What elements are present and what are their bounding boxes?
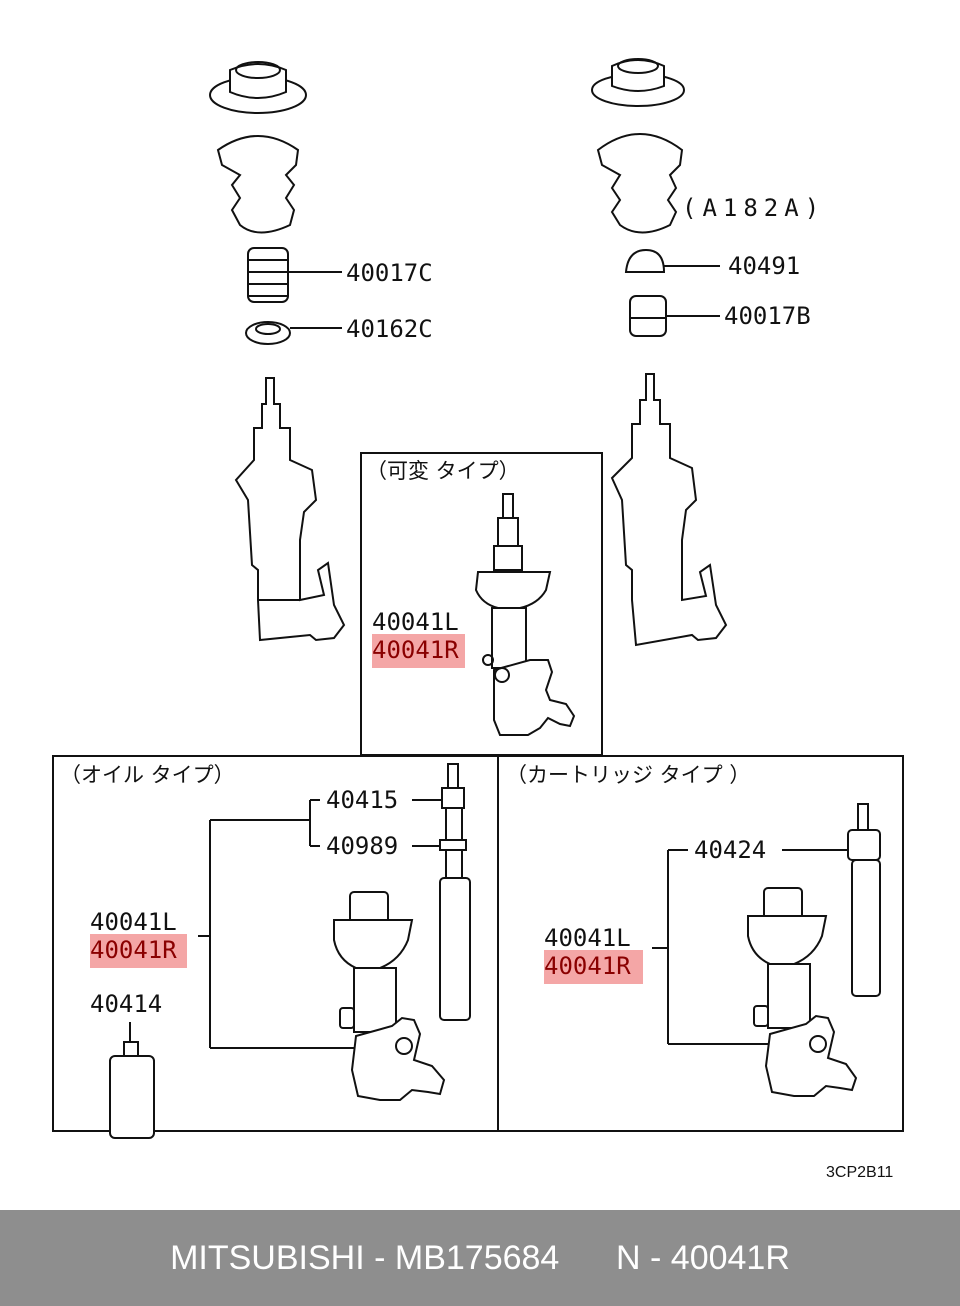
- oil-label-40414: 40414: [90, 990, 163, 1018]
- cart-strut: [747, 887, 858, 1097]
- label-40491: 40491: [728, 252, 801, 280]
- oil-type-title: （オイル タイプ）: [60, 763, 235, 787]
- left-dust-boot: [216, 135, 300, 234]
- cart-cartridge: [847, 803, 881, 997]
- oil-leader-lines: [129, 799, 444, 1049]
- label-40017C: 40017C: [346, 259, 433, 287]
- cart-label-40041L: 40041L: [544, 924, 631, 952]
- right-dust-boot: [596, 133, 684, 234]
- cart-label-40424: 40424: [694, 836, 767, 864]
- right-strut-mount: [591, 58, 685, 107]
- oil-label-40041R: 40041R: [90, 934, 187, 968]
- label-a182a: (A182A): [682, 194, 826, 222]
- footer-bar: MITSUBISHI - MB175684 N - 40041R: [0, 1210, 960, 1306]
- label-40162C: 40162C: [346, 315, 433, 343]
- oil-label-40415: 40415: [326, 786, 399, 814]
- cart-label-40041R: 40041R: [544, 950, 643, 984]
- right-bump-cap: [624, 248, 720, 273]
- right-bump-rubber: [629, 295, 720, 337]
- footer-part-number: MITSUBISHI - MB175684 N - 40041R: [170, 1239, 790, 1277]
- variable-label-40041R: 40041R: [372, 634, 465, 668]
- left-spring-seat: [245, 321, 342, 345]
- diagram-code: 3CP2B11: [826, 1164, 894, 1181]
- left-bump-stopper: [247, 247, 342, 303]
- label-40017B: 40017B: [724, 302, 811, 330]
- right-strut: [610, 373, 728, 647]
- cartridge-type-box: [497, 755, 904, 1132]
- left-strut-mount: [209, 61, 307, 114]
- parts-drawing: [52, 58, 904, 1139]
- parts-diagram: 40017C 40162C (A182A) 40491 40017B （可変 タ…: [52, 58, 904, 1181]
- oil-strut: [333, 891, 446, 1101]
- variable-type-title: （可変 タイプ）: [366, 459, 520, 483]
- oil-label-40041L: 40041L: [90, 908, 177, 936]
- cartridge-type-title: （カートリッジ タイプ ）: [506, 763, 751, 787]
- oil-cartridge-rod: [439, 763, 471, 1021]
- cart-leader-lines: [652, 849, 848, 1045]
- oil-bottle: [109, 1041, 155, 1139]
- variable-strut: [474, 493, 576, 736]
- oil-label-40989: 40989: [326, 832, 399, 860]
- left-strut: [234, 377, 346, 642]
- variable-label-40041L: 40041L: [372, 608, 459, 636]
